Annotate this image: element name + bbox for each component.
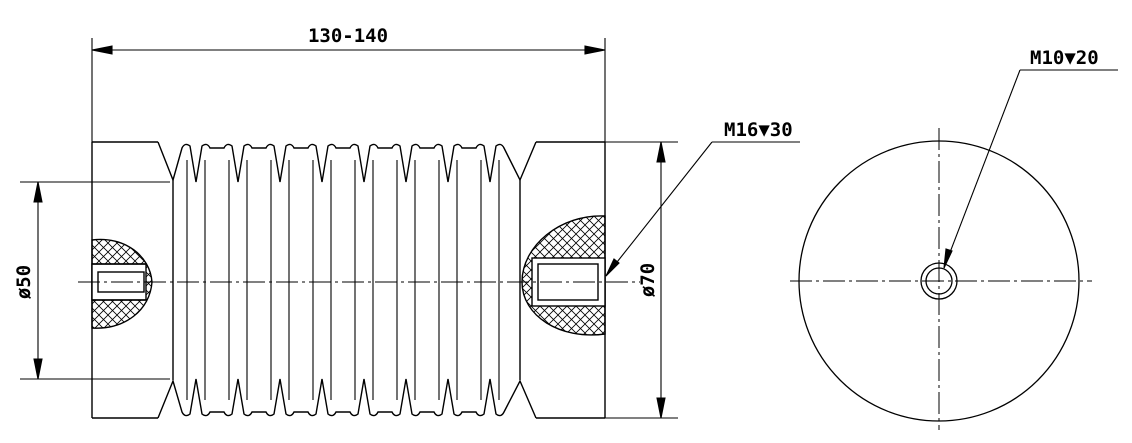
inner-diameter-label: ø50 — [13, 265, 35, 299]
end-thread-callout: M10▼20 — [943, 47, 1118, 269]
shed-profile-top — [157, 141, 537, 183]
left-threaded-insert — [91, 238, 153, 329]
outer-diameter-label: ø70 — [637, 263, 659, 297]
inner-diameter-dimension: ø50 — [13, 181, 170, 380]
length-dimension: 130-140 — [91, 25, 606, 142]
right-threaded-insert — [521, 215, 606, 336]
shed-profile-bottom — [157, 378, 537, 419]
outer-diameter-dimension: ø70 — [605, 141, 678, 419]
side-thread-callout: M16▼30 — [605, 119, 800, 277]
side-view — [78, 141, 640, 419]
side-thread-label: M16▼30 — [724, 119, 793, 141]
length-dimension-label: 130-140 — [308, 25, 388, 47]
shed-edge-lines — [186, 160, 500, 400]
end-view — [790, 128, 1092, 430]
end-thread-label: M10▼20 — [1030, 47, 1099, 69]
